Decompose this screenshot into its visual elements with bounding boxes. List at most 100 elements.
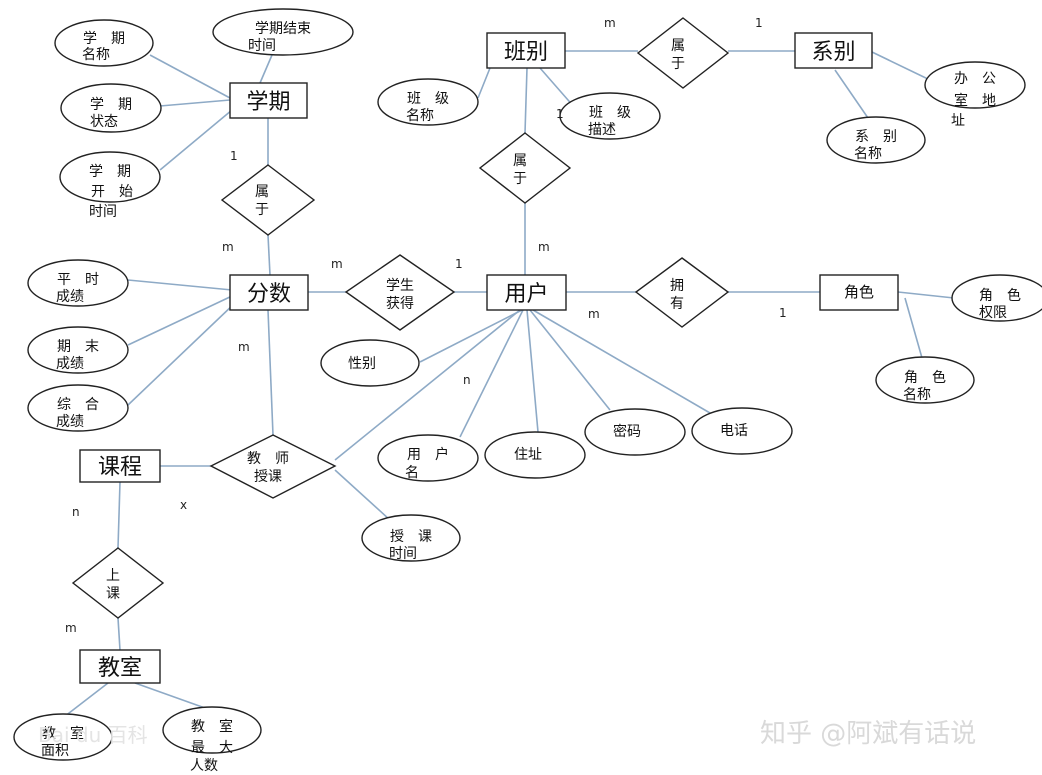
relationship-xq-fs: 属 于 (220, 164, 316, 236)
attr-yh-name: 用 户 名 (377, 434, 479, 482)
svg-text:名称: 名称 (406, 108, 434, 124)
svg-text:m: m (604, 16, 616, 30)
svg-text:于: 于 (255, 202, 269, 218)
attr-yh-tel: 电话 (691, 407, 793, 455)
relationship-yh-js: 拥 有 (634, 257, 730, 328)
svg-text:描述: 描述 (588, 122, 616, 138)
relationship-teach: 教 师 授课 (209, 434, 337, 499)
cardinality-labels: m 1 1 1 m m 1 m m 1 m n n x m (65, 16, 787, 635)
svg-text:时间: 时间 (389, 546, 417, 562)
attr-xq-end: 学期结束 时间 (212, 8, 354, 56)
svg-text:班 级: 班 级 (407, 91, 449, 107)
entity-label: 分数 (247, 282, 291, 307)
entity-juese: 角色 (819, 274, 899, 311)
relationship-yh-bj: 属 于 (478, 132, 572, 204)
entity-label: 课程 (98, 455, 142, 480)
attr-fs-ps: 平 时 成绩 (27, 259, 129, 307)
svg-text:角 色: 角 色 (904, 369, 946, 386)
svg-text:x: x (180, 498, 187, 512)
svg-text:n: n (463, 373, 471, 387)
entity-label: 角色 (844, 283, 874, 301)
svg-text:电话: 电话 (720, 423, 748, 439)
svg-text:期 末: 期 末 (57, 339, 99, 355)
svg-text:系 别: 系 别 (855, 129, 897, 145)
attr-room-max: 教 室 最 大 人数 (162, 706, 262, 774)
svg-text:成绩: 成绩 (56, 356, 84, 372)
entity-yonghu: 用户 (486, 274, 567, 311)
entity-xibie: 系别 (794, 32, 873, 69)
entity-jiaoshi: 教室 (79, 649, 161, 684)
svg-text:密码: 密码 (613, 423, 641, 440)
svg-text:学期结束: 学期结束 (255, 21, 311, 37)
svg-text:1: 1 (455, 257, 463, 271)
attr-bj-name: 班 级 名称 (377, 78, 479, 126)
svg-text:综 合: 综 合 (57, 397, 99, 413)
svg-text:成绩: 成绩 (56, 414, 84, 430)
svg-text:上: 上 (106, 568, 120, 584)
entity-label: 学期 (246, 90, 290, 115)
svg-text:教 室: 教 室 (191, 718, 233, 735)
relationship-class: 上 课 (71, 547, 165, 619)
attr-xb-office: 办 公 室 地 址 (924, 61, 1026, 129)
svg-text:名称: 名称 (903, 387, 931, 403)
svg-text:m: m (588, 307, 600, 321)
svg-text:于: 于 (671, 56, 685, 72)
svg-text:m: m (331, 257, 343, 271)
svg-text:开 始: 开 始 (91, 184, 133, 200)
svg-text:办 公: 办 公 (954, 71, 996, 87)
attr-room-area: 教 室 面积 (13, 713, 113, 761)
svg-text:权限: 权限 (979, 305, 1007, 321)
connector-lines (59, 47, 955, 721)
svg-text:n: n (72, 505, 80, 519)
svg-text:室 地: 室 地 (954, 92, 996, 109)
attr-xq-start: 学 期 开 始 时间 (59, 151, 161, 220)
svg-text:址: 址 (951, 113, 965, 129)
svg-text:名: 名 (405, 465, 419, 481)
attr-js-name: 角 色 名称 (875, 356, 975, 404)
svg-text:成绩: 成绩 (56, 289, 84, 305)
svg-text:最 大: 最 大 (191, 740, 233, 756)
relationship-bj-xb: 属 于 (636, 17, 730, 89)
svg-text:学 期: 学 期 (83, 31, 125, 47)
svg-text:学 期: 学 期 (90, 97, 132, 113)
svg-text:m: m (222, 240, 234, 254)
entity-label: 用户 (504, 282, 548, 307)
svg-text:于: 于 (513, 171, 527, 187)
svg-text:1: 1 (230, 149, 238, 163)
attr-xb-name: 系 别 名称 (826, 116, 926, 164)
svg-text:面积: 面积 (41, 743, 69, 759)
svg-text:授课: 授课 (254, 469, 282, 485)
svg-text:有: 有 (670, 296, 684, 312)
entity-fenshu: 分数 (229, 274, 309, 311)
svg-text:状态: 状态 (90, 114, 118, 130)
svg-text:拥: 拥 (670, 278, 684, 294)
entity-label: 班别 (504, 40, 548, 65)
svg-text:人数: 人数 (190, 758, 218, 774)
attr-fs-qm: 期 末 成绩 (27, 326, 129, 374)
attr-xq-name: 学 期 名称 (54, 19, 154, 67)
entity-xueqi: 学期 (229, 82, 308, 119)
relationship-fs-yh: 学生 获得 (344, 254, 456, 331)
svg-text:属: 属 (255, 184, 269, 200)
svg-text:教 师: 教 师 (247, 451, 289, 467)
svg-text:学生: 学生 (386, 278, 414, 294)
attr-yh-addr: 住址 (484, 431, 586, 479)
svg-text:获得: 获得 (386, 295, 414, 312)
attr-js-perm: 角 色 权限 (951, 274, 1042, 322)
svg-text:m: m (238, 340, 250, 354)
svg-text:时间: 时间 (89, 204, 117, 220)
watermark-zhihu: 知乎 @阿斌有话说 (760, 719, 976, 749)
svg-text:名称: 名称 (82, 47, 110, 63)
svg-text:性别: 性别 (348, 356, 376, 372)
attr-xq-state: 学 期 状态 (60, 83, 162, 133)
entity-kecheng: 课程 (79, 449, 161, 483)
svg-text:m: m (538, 240, 550, 254)
svg-text:属: 属 (671, 38, 685, 54)
svg-text:角 色: 角 色 (979, 287, 1021, 304)
attr-fs-zh: 综 合 成绩 (27, 384, 129, 432)
svg-text:m: m (65, 621, 77, 635)
svg-text:属: 属 (513, 153, 527, 169)
entity-banbie: 班别 (486, 32, 566, 69)
svg-text:1: 1 (755, 16, 763, 30)
